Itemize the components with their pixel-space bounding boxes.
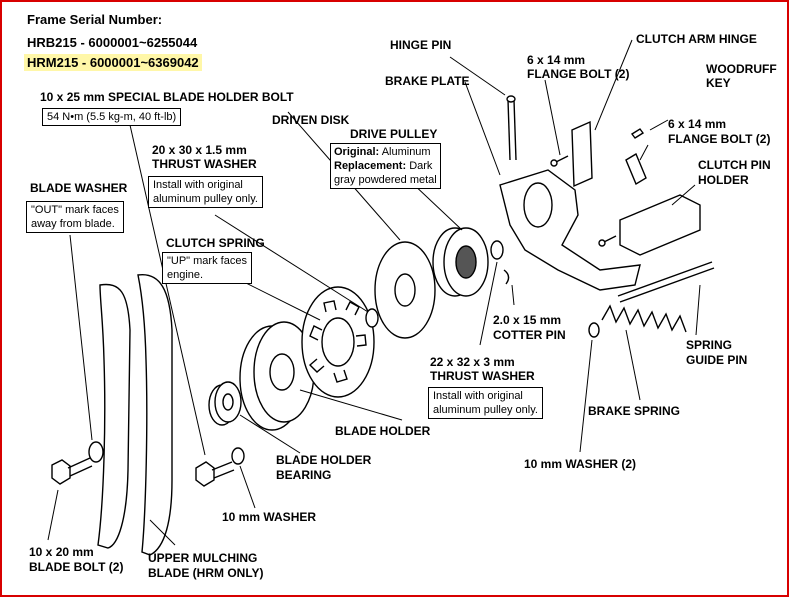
thrust-washer-upper-size: 20 x 30 x 1.5 mm [152,143,247,157]
thrust-washer-upper-note: Install with original aluminum pulley on… [148,176,263,208]
drive-pulley-orig-val: Aluminum [381,146,431,158]
thrust-low-note-2: aluminum pulley only. [433,404,538,416]
spring-guide-pin-label-2: GUIDE PIN [686,353,748,367]
washer-10mm-label: 10 mm WASHER [222,510,317,524]
clutch-spring-note-1: "UP" mark faces [167,255,247,267]
brake-plate-label: BRAKE PLATE [385,74,470,88]
clutch-pin-holder-icon [619,194,701,256]
thrust-washer-upper-label: THRUST WASHER [152,157,257,171]
flange-bolt-icon [598,235,617,247]
clutch-spring-note-2: engine. [167,269,204,281]
special-bolt-label: 10 x 25 mm SPECIAL BLADE HOLDER BOLT [40,90,294,104]
clutch-pin-holder-label-1: CLUTCH PIN [698,158,771,172]
drive-pulley-repl-val: Dark [409,160,433,172]
drive-pulley-repl-val2: gray powdered metal [334,174,437,186]
flange-bolt-icon [550,155,569,167]
woodruff-key-icon [630,128,645,139]
blade-washer-note-1: "OUT" mark faces [31,204,119,216]
thrust-washer-lower-size: 22 x 32 x 3 mm [430,355,515,369]
thrust-washer-upper-icon [365,308,379,328]
drive-pulley-orig-key: Original: [334,146,380,158]
spring-guide-pin-icon [617,261,715,303]
serial-hrm: HRM215 - 6000001~6369042 [24,54,202,71]
flange-bolt-2-label: FLANGE BOLT (2) [668,132,771,146]
clutch-spring-note: "UP" mark faces engine. [162,252,252,284]
spacer-icon [625,152,647,186]
thrust-washer-lower-label: THRUST WASHER [430,369,535,383]
cotter-pin-label: COTTER PIN [493,328,566,342]
serial-title: Frame Serial Number: [27,12,163,27]
drive-pulley-label: DRIVE PULLEY [350,127,438,141]
spring-guide-pin-label-1: SPRING [686,338,733,352]
blade-washer-note: "OUT" mark faces away from blade. [26,201,124,233]
upper-mulching-blade-label-1: UPPER MULCHING [148,551,258,565]
hinge-pin-label: HINGE PIN [390,38,452,52]
brake-spring-label: BRAKE SPRING [588,404,681,418]
blade-holder-bearing-label-1: BLADE HOLDER [276,453,372,467]
woodruff-label-1: WOODRUFF [706,62,777,76]
special-bolt-torque-box: 54 N•m (5.5 kg-m, 40 ft-lb) [42,108,182,126]
blade-holder-icon [239,321,315,431]
thrust-note-line-1: Install with original [153,179,243,191]
clutch-arm-hinge-icon [571,120,593,188]
blade-bolt-icon [51,457,93,485]
clutch-pin-holder-label-2: HOLDER [698,173,749,187]
flange-bolt-2-size: 6 x 14 mm [668,117,727,131]
drive-pulley-icon [432,227,489,297]
woodruff-label-2: KEY [706,76,731,90]
thrust-low-note-1: Install with original [433,390,523,402]
bearing-icon [208,381,242,426]
driven-disk-icon [374,241,436,339]
flange-bolt-1-label: FLANGE BOLT (2) [527,67,630,81]
blade-upper [137,274,173,556]
clutch-spring-icon [301,286,375,398]
brake-spring-icon [601,304,687,333]
washer-10mm-icon [231,447,245,465]
blade-lower [97,283,131,549]
serial-hrm-text: HRM215 - 6000001~6369042 [24,54,202,71]
serial-hrb: HRB215 - 6000001~6255044 [27,35,198,50]
drive-pulley-note: Original: Aluminum Replacement: Dark gra… [330,143,441,189]
blade-washer-note-2: away from blade. [31,218,115,230]
blade-holder-label: BLADE HOLDER [335,424,431,438]
special-bolt-icon [195,461,235,487]
thrust-note-line-2: aluminum pulley only. [153,193,258,205]
clutch-arm-hinge-label: CLUTCH ARM HINGE [636,32,757,46]
upper-mulching-blade-label-2: BLADE (HRM ONLY) [148,566,264,580]
cotter-pin-size: 2.0 x 15 mm [493,313,562,327]
clutch-spring-label: CLUTCH SPRING [166,236,265,250]
brake-plate-icon [499,169,641,291]
driven-disk-label: DRIVEN DISK [272,113,350,127]
flange-bolt-1-size: 6 x 14 mm [527,53,586,67]
blade-holder-bearing-label-2: BEARING [276,468,332,482]
blade-bolt-label: BLADE BOLT (2) [29,560,124,574]
blade-washer-icon [88,441,104,463]
blade-washer-label: BLADE WASHER [30,181,128,195]
hinge-pin-icon [506,95,517,161]
thrust-washer-lower-note: Install with original aluminum pulley on… [428,387,543,419]
blade-bolt-size: 10 x 20 mm [29,545,94,559]
washer-10mm-2-label: 10 mm WASHER (2) [524,457,637,471]
thrust-washer-lower-icon [490,240,504,260]
washer-10mm-2-icon [588,322,600,338]
drive-pulley-repl-key: Replacement: [334,160,407,172]
cotter-pin-icon [503,269,510,285]
